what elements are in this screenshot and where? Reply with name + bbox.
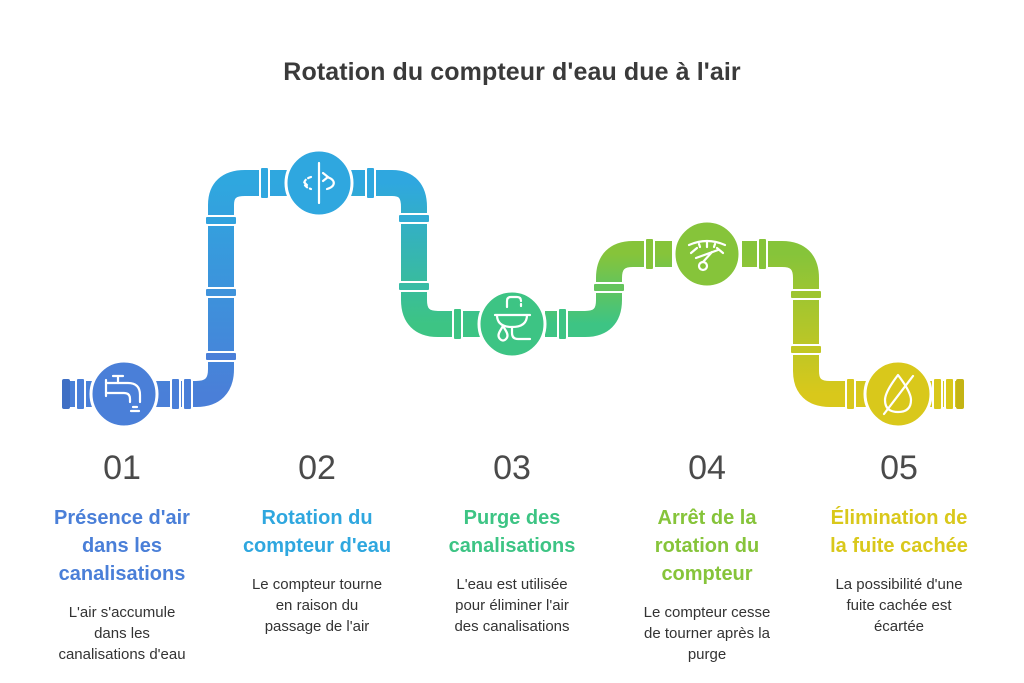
step-number: 01 (103, 449, 141, 487)
step-description: La possibilité d'une fuite cachée est éc… (835, 576, 963, 635)
step-description: Le compteur cesse de tourner après la pu… (643, 604, 771, 663)
step-description: L'eau est utilisée pour éliminer l'air d… (454, 576, 570, 635)
step-column-1: 01 Présence d'air dans les canalisations… (27, 450, 217, 665)
step-number: 03 (493, 449, 531, 487)
step-column-2: 02 Rotation du compteur d'eau Le compteu… (222, 450, 412, 637)
step-icon-3 (477, 289, 547, 359)
step-description: Le compteur tourne en raison du passage … (251, 576, 383, 635)
step-heading: Purge des canalisations (448, 507, 576, 557)
pipe-flanges (75, 166, 955, 411)
step-number: 04 (688, 449, 726, 487)
step-icon-4 (672, 219, 742, 289)
step-heading: Rotation du compteur d'eau (242, 507, 392, 557)
step-column-4: 04 Arrêt de la rotation du compteur Le c… (612, 450, 802, 665)
step-number: 05 (880, 449, 918, 487)
step-heading: Présence d'air dans les canalisations (54, 507, 190, 585)
step-icon-5 (863, 359, 933, 429)
step-number: 02 (298, 449, 336, 487)
pipe-segment-2 (350, 170, 480, 337)
sink-drain-icon (493, 295, 532, 342)
step-column-5: 05 Élimination de la fuite cachée La pos… (804, 450, 994, 637)
rotation-icon (303, 161, 335, 205)
meter-gauge-icon (687, 239, 727, 272)
pipe-segment-4 (742, 241, 958, 407)
step-heading: Élimination de la fuite cachée (830, 507, 968, 557)
step-column-3: 03 Purge des canalisations L'eau est uti… (417, 450, 607, 637)
page-title: Rotation du compteur d'eau due à l'air (283, 58, 741, 86)
pipe-segment-1 (68, 170, 290, 407)
step-icon-2 (284, 148, 354, 218)
faucet-icon (104, 374, 142, 413)
step-icon-1 (89, 359, 159, 429)
step-heading: Arrêt de la rotation du compteur (654, 507, 760, 585)
pipe-diagram (62, 148, 964, 429)
pipe-cap-right (956, 379, 964, 409)
no-drop-icon (882, 373, 915, 416)
step-description: L'air s'accumule dans les canalisations … (58, 604, 186, 663)
pipe-cap-left (62, 379, 70, 409)
